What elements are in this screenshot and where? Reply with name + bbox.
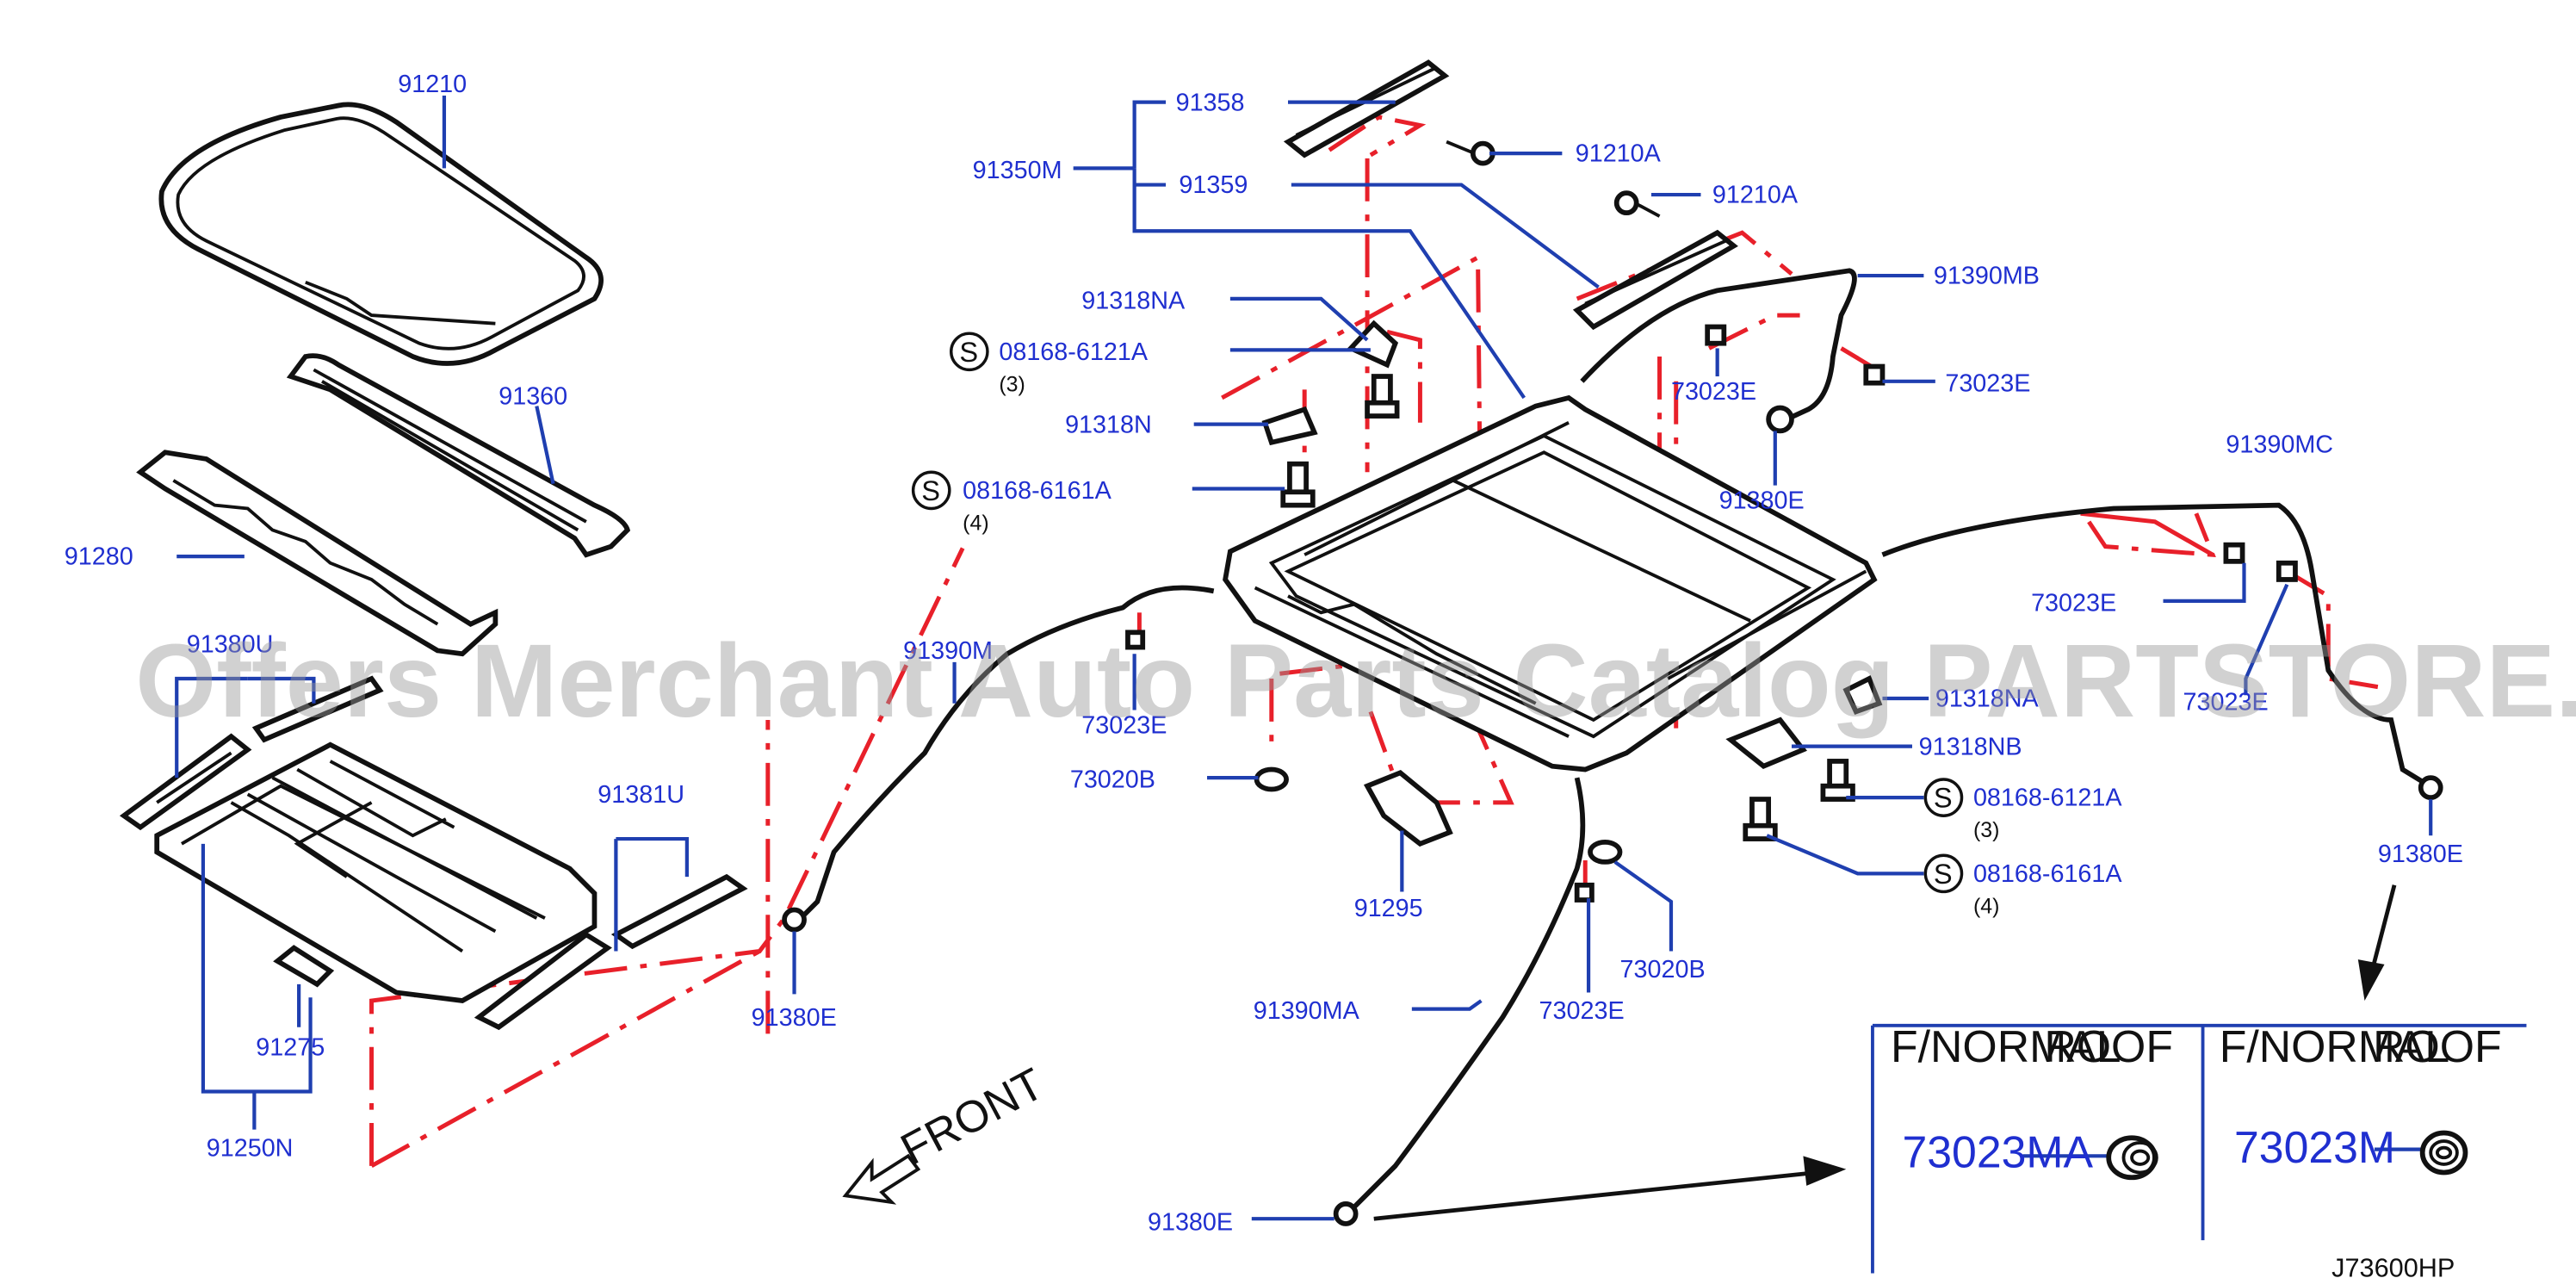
label-08168-6161A-2[interactable]: 08168-6161A: [1973, 860, 2122, 888]
label-91275[interactable]: 91275: [256, 1033, 325, 1061]
clip-73023E-4: [2223, 542, 2245, 564]
rail-91358: [1283, 59, 1450, 158]
shade-rails-91380U: [119, 675, 384, 831]
label-73023E-3[interactable]: 73023E: [1081, 711, 1167, 739]
label-91381U[interactable]: 91381U: [598, 781, 684, 809]
glass-panel-91210: [158, 102, 604, 366]
label-73023E-6[interactable]: 73023E: [1539, 997, 1625, 1025]
grommet-91380E-2: [2418, 775, 2443, 801]
label-91390MA[interactable]: 91390MA: [1254, 997, 1360, 1025]
inset-left-part: 73023MA: [1902, 1127, 2093, 1177]
drain-hose-91390MA: [1352, 777, 1586, 1209]
inset-panel: [1871, 1023, 2527, 1274]
grommet-91380E-1: [1766, 405, 1794, 434]
label-qty3-2: (3): [1973, 818, 1999, 842]
label-qty4-1: (4): [963, 511, 988, 535]
label-08168-6121A-2[interactable]: 08168-6121A: [1973, 785, 2122, 812]
inset-left-header-a: F/NORMAL: [1891, 1021, 2121, 1071]
drain-hose-91390M: [799, 585, 1215, 921]
label-qty4-2: (4): [1973, 894, 1999, 918]
clip-73023E-2: [1863, 363, 1886, 386]
label-91318N[interactable]: 91318N: [1065, 411, 1152, 438]
label-91390M[interactable]: 91390M: [903, 637, 993, 665]
grommet-73020B-1: [1254, 766, 1289, 792]
bolt-91210A-1: [1446, 140, 1495, 166]
label-73023E-1[interactable]: 73023E: [1671, 378, 1756, 406]
label-91295[interactable]: 91295: [1354, 895, 1423, 922]
grommet-73020B-2: [1588, 840, 1623, 865]
label-73023E-2[interactable]: 73023E: [1945, 369, 2030, 397]
grommet-91380E-4: [1333, 1201, 1359, 1226]
label-91318NA-2[interactable]: 91318NA: [1935, 686, 2040, 713]
label-91358[interactable]: 91358: [1176, 89, 1245, 116]
grommet-91380E-3: [782, 907, 807, 933]
label-91210A-2[interactable]: 91210A: [1712, 182, 1799, 209]
drain-hose-91390MC: [1881, 502, 2426, 785]
drain-hose-91390MB: [1580, 268, 1857, 422]
clip-73023E-5: [2276, 560, 2298, 582]
grommet-73023M: [2419, 1130, 2468, 1176]
pointer-arrows: [1373, 884, 2397, 1221]
label-91380E-2[interactable]: 91380E: [2378, 841, 2463, 868]
sunshade-91250N: [154, 741, 598, 1004]
inset-left-header-b: ROOF: [2044, 1021, 2173, 1071]
label-08168-6161A-1[interactable]: 08168-6161A: [963, 477, 1112, 505]
bracket-91318NB: [1725, 717, 1807, 769]
watermark: Offers Merchant Auto Parts Catalog PARTS…: [135, 623, 2576, 739]
screw-symbols: [911, 332, 1964, 894]
label-91250N[interactable]: 91250N: [207, 1134, 294, 1162]
label-91380E-4[interactable]: 91380E: [1148, 1209, 1233, 1237]
front-label: FRONT: [893, 1058, 1052, 1175]
label-91390MC[interactable]: 91390MC: [2226, 431, 2333, 458]
inset-right-header-a: F/NORMAL: [2220, 1021, 2449, 1071]
label-73023E-5[interactable]: 73023E: [2183, 688, 2269, 716]
motor-91295: [1363, 770, 1453, 847]
screw-symbol-2: S: [921, 475, 940, 506]
shade-rails-91381U: [474, 873, 748, 1031]
bracket-91318N: [1261, 406, 1318, 446]
label-73023E-4[interactable]: 73023E: [2031, 589, 2116, 617]
screw-symbol-3: S: [1934, 782, 1953, 814]
label-91380E-3[interactable]: 91380E: [752, 1004, 837, 1032]
label-91318NA-1[interactable]: 91318NA: [1081, 287, 1186, 314]
label-91360[interactable]: 91360: [498, 383, 567, 411]
screw-symbol-4: S: [1934, 858, 1953, 890]
label-73020B-2[interactable]: 73020B: [1620, 956, 1706, 983]
inset-right-header-b: ROOF: [2373, 1021, 2502, 1071]
label-91210A-1[interactable]: 91210A: [1576, 140, 1662, 168]
label-91350M[interactable]: 91350M: [973, 157, 1062, 184]
rail-91359: [1572, 229, 1738, 331]
label-91390MB[interactable]: 91390MB: [1934, 263, 2040, 290]
inset-right-part: 73023M: [2234, 1122, 2395, 1172]
label-qty3-1: (3): [999, 372, 1025, 396]
leader-lines: [175, 95, 2433, 1221]
bolt-08168-6121A-2: [1820, 759, 1855, 802]
sunroof-frame: [1223, 394, 1878, 772]
label-91380U[interactable]: 91380U: [187, 630, 274, 658]
label-91280[interactable]: 91280: [65, 543, 133, 571]
clip-73023E-1: [1705, 324, 1727, 346]
frame-91280: [136, 450, 498, 657]
clip-73023E-3: [1125, 630, 1146, 650]
bolt-08168-6161A-1: [1280, 461, 1316, 508]
handle-91275: [273, 945, 335, 988]
bracket-91318NA-2: [1842, 675, 1883, 715]
front-arrow-icon: [842, 1153, 921, 1205]
grommet-73023MA: [2106, 1135, 2158, 1181]
label-91359[interactable]: 91359: [1179, 171, 1248, 199]
diagram-code: J73600HP: [2331, 1252, 2455, 1278]
bolt-08168-6161A-2: [1743, 797, 1778, 841]
label-91318NB[interactable]: 91318NB: [1919, 733, 2022, 760]
clip-73023E-6: [1574, 882, 1595, 903]
label-91380E-1[interactable]: 91380E: [1719, 487, 1805, 514]
deflector-91360: [286, 353, 631, 558]
label-91210[interactable]: 91210: [398, 71, 467, 98]
bracket-91318NA: [1347, 320, 1399, 369]
label-73020B-1[interactable]: 73020B: [1070, 766, 1155, 794]
screw-symbol-1: S: [959, 336, 978, 368]
label-08168-6121A-1[interactable]: 08168-6121A: [999, 338, 1148, 366]
bolt-08168-6121A-1: [1365, 374, 1400, 419]
bolt-91210A-2: [1613, 190, 1661, 218]
